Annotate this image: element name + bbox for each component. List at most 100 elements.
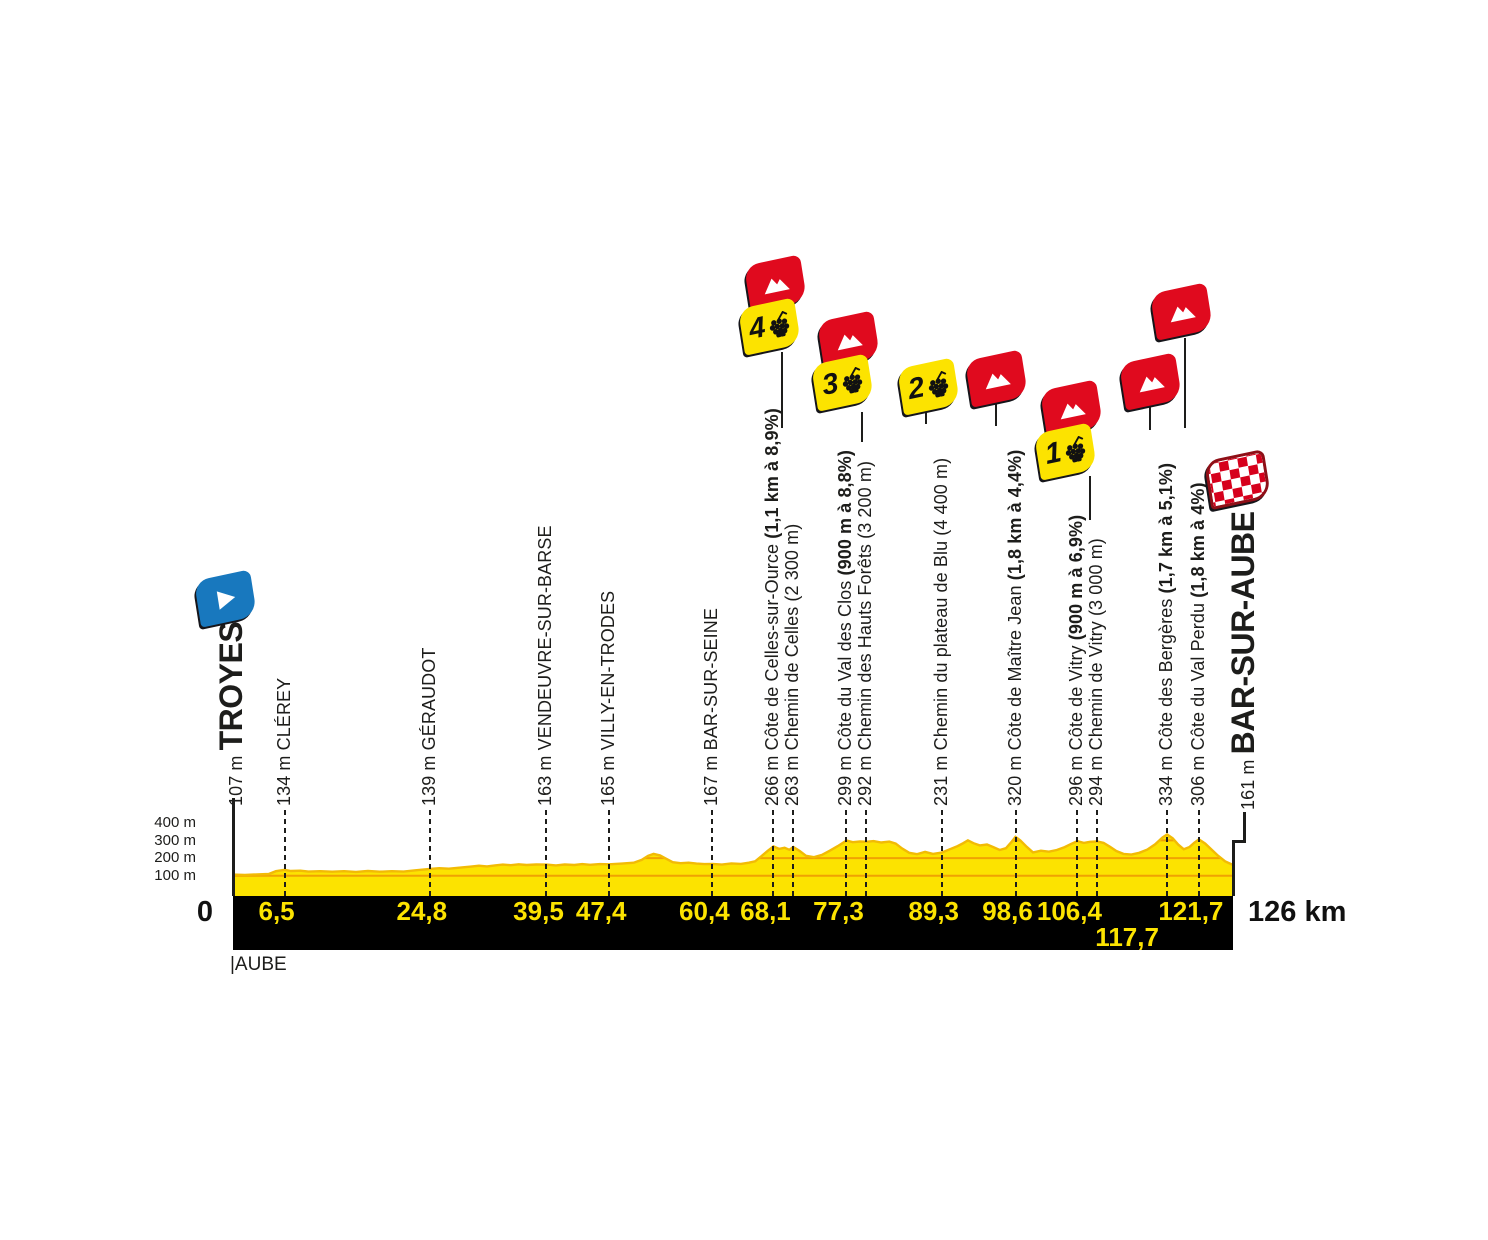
gravel-sector-badge: 2 — [896, 357, 960, 416]
distance-total-label: 126 km — [1248, 896, 1347, 928]
distance-start-label: 0 — [196, 896, 213, 928]
elevation-axis-label-400: 400 m — [154, 814, 196, 831]
waypoint-elevation: 139 m — [418, 750, 439, 806]
km-tick-98.6: 98,6 — [982, 896, 1033, 926]
waypoint-0-label: 107 m TROYES — [213, 621, 253, 806]
waypoint-elevation: 263 m — [782, 750, 803, 806]
climb-stats: (1,1 km à 8,9%) — [762, 408, 783, 539]
climb-stats: (900 m à 6,9%) — [1066, 514, 1087, 641]
waypoint-elevation: 292 m — [855, 750, 876, 806]
start-triangle-icon — [216, 590, 235, 610]
categorized-climb-badge — [817, 310, 881, 369]
elevation-profile-area — [233, 832, 1233, 896]
waypoint-15-leader-line — [1184, 338, 1186, 428]
waypoint-9-label: 292 m Chemin des Hauts Forêts (3 200 m) — [855, 461, 876, 806]
km-tick-24.8: 24,8 — [396, 896, 448, 926]
waypoint-elevation: 165 m — [598, 750, 619, 806]
elevation-axis-label-300: 300 m — [154, 832, 196, 849]
waypoint-name: Côte du Val Perdu — [1187, 597, 1208, 751]
waypoint-elevation: 334 m — [1156, 750, 1177, 806]
categorized-climb-badge — [744, 254, 808, 313]
mountain-icon — [837, 334, 863, 351]
waypoint-14-line — [1166, 810, 1169, 896]
waypoint-6-leader-line — [781, 352, 783, 428]
mountain-icon — [984, 373, 1010, 390]
categorized-climb-badge — [1119, 352, 1183, 411]
waypoint-1-line — [283, 810, 286, 896]
elevation-axis-label-100: 100 m — [154, 867, 196, 884]
waypoint-2-line — [428, 810, 431, 896]
climb-stats: (1,7 km à 5,1%) — [1156, 462, 1177, 594]
waypoint-12-leader-line — [1089, 476, 1091, 520]
categorized-climb-badge — [1149, 282, 1213, 341]
waypoint-elevation: 296 m — [1066, 750, 1087, 806]
waypoint-10-line — [940, 810, 943, 896]
km-tick-106.4: 106,4 — [1036, 896, 1102, 926]
waypoint-9-line — [865, 810, 868, 896]
finish-line — [1232, 840, 1235, 896]
waypoint-6-line — [772, 810, 775, 896]
waypoint-11-label: 320 m Côte de Maître Jean (1,8 km à 4,4%… — [1005, 450, 1026, 806]
gravel-sector-badge: 1 — [1034, 422, 1098, 481]
profile-fill — [233, 834, 1233, 896]
waypoint-8-line — [845, 810, 848, 896]
waypoint-elevation: 163 m — [535, 750, 556, 806]
waypoint-elevation: 266 m — [762, 750, 783, 806]
waypoint-15-label: 306 m Côte du Val Perdu (1,8 km à 4%) — [1188, 482, 1209, 806]
finish-flag-icon — [1203, 448, 1272, 511]
waypoint-7-line — [792, 810, 795, 896]
categorized-climb-badge — [964, 349, 1028, 408]
waypoint-13-line — [1096, 810, 1099, 896]
climb-stats: (900 m à 8,8%) — [835, 450, 856, 576]
elevation-axis-label-200: 200 m — [154, 849, 196, 866]
start-line — [232, 798, 235, 896]
waypoint-name: VENDEUVRE-SUR-BARSE — [535, 525, 556, 751]
finish-line-upper — [1243, 812, 1246, 843]
waypoint-12-label: 296 m Côte de Vitry (900 m à 6,9%) — [1066, 515, 1087, 806]
waypoint-16-label: 161 m BAR-SUR-AUBE — [1225, 511, 1265, 810]
waypoint-elevation: 231 m — [930, 750, 951, 806]
mountain-icon — [1060, 403, 1086, 420]
waypoint-3-line — [545, 810, 548, 896]
department-label: |AUBE — [230, 954, 287, 975]
waypoint-name: Côte de Celles-sur-Ource — [762, 538, 783, 751]
waypoint-elevation: 167 m — [701, 750, 722, 806]
waypoint-6-label: 266 m Côte de Celles-sur-Ource (1,1 km à… — [762, 408, 783, 806]
km-tick-39.5: 39,5 — [513, 896, 564, 926]
waypoint-5-label: 167 m BAR-SUR-SEINE — [701, 608, 722, 806]
waypoint-8-leader-line — [861, 412, 863, 442]
waypoint-name: TROYES — [213, 621, 249, 751]
mountain-icon — [1139, 376, 1165, 393]
start-flag-icon — [193, 569, 258, 628]
waypoint-name: BAR-SUR-SEINE — [701, 608, 722, 751]
waypoint-name: CLÉREY — [273, 677, 294, 751]
waypoint-elevation: 299 m — [835, 750, 856, 806]
waypoint-elevation: 161 m — [1238, 754, 1258, 810]
waypoint-5-line — [711, 810, 714, 896]
waypoint-11-line — [1014, 810, 1017, 896]
waypoint-15-line — [1197, 810, 1200, 896]
checkered-pattern — [1207, 452, 1268, 507]
waypoint-name: VILLY-EN-TRODES — [598, 590, 619, 751]
km-tick-117.7: 117,7 — [1095, 922, 1159, 952]
profile-outline — [233, 832, 1233, 877]
climb-stats: (1,8 km à 4%) — [1187, 482, 1208, 598]
mountain-icon — [764, 278, 790, 295]
km-tick-121.7: 121,7 — [1158, 896, 1224, 926]
km-tick-89.3: 89,3 — [908, 896, 960, 926]
waypoint-name: BAR-SUR-AUBE — [1225, 511, 1261, 755]
waypoint-8-label: 299 m Côte du Val des Clos (900 m à 8,8%… — [835, 450, 856, 806]
waypoint-10-leader-line — [925, 412, 927, 424]
waypoint-elevation: 134 m — [273, 750, 294, 806]
waypoint-name: Côte de Maître Jean — [1004, 580, 1025, 751]
grapes-icon — [1066, 436, 1086, 463]
waypoint-elevation: 294 m — [1086, 750, 1107, 806]
waypoint-14-leader-line — [1149, 407, 1151, 430]
sector-number: 2 — [905, 371, 927, 407]
waypoint-name: Chemin de Celles (2 300 m) — [782, 523, 803, 751]
waypoint-elevation: 320 m — [1004, 750, 1025, 806]
waypoint-12-line — [1076, 810, 1079, 896]
gravel-sector-badge: 4 — [738, 297, 802, 356]
km-tick-77.3: 77,3 — [813, 896, 864, 926]
